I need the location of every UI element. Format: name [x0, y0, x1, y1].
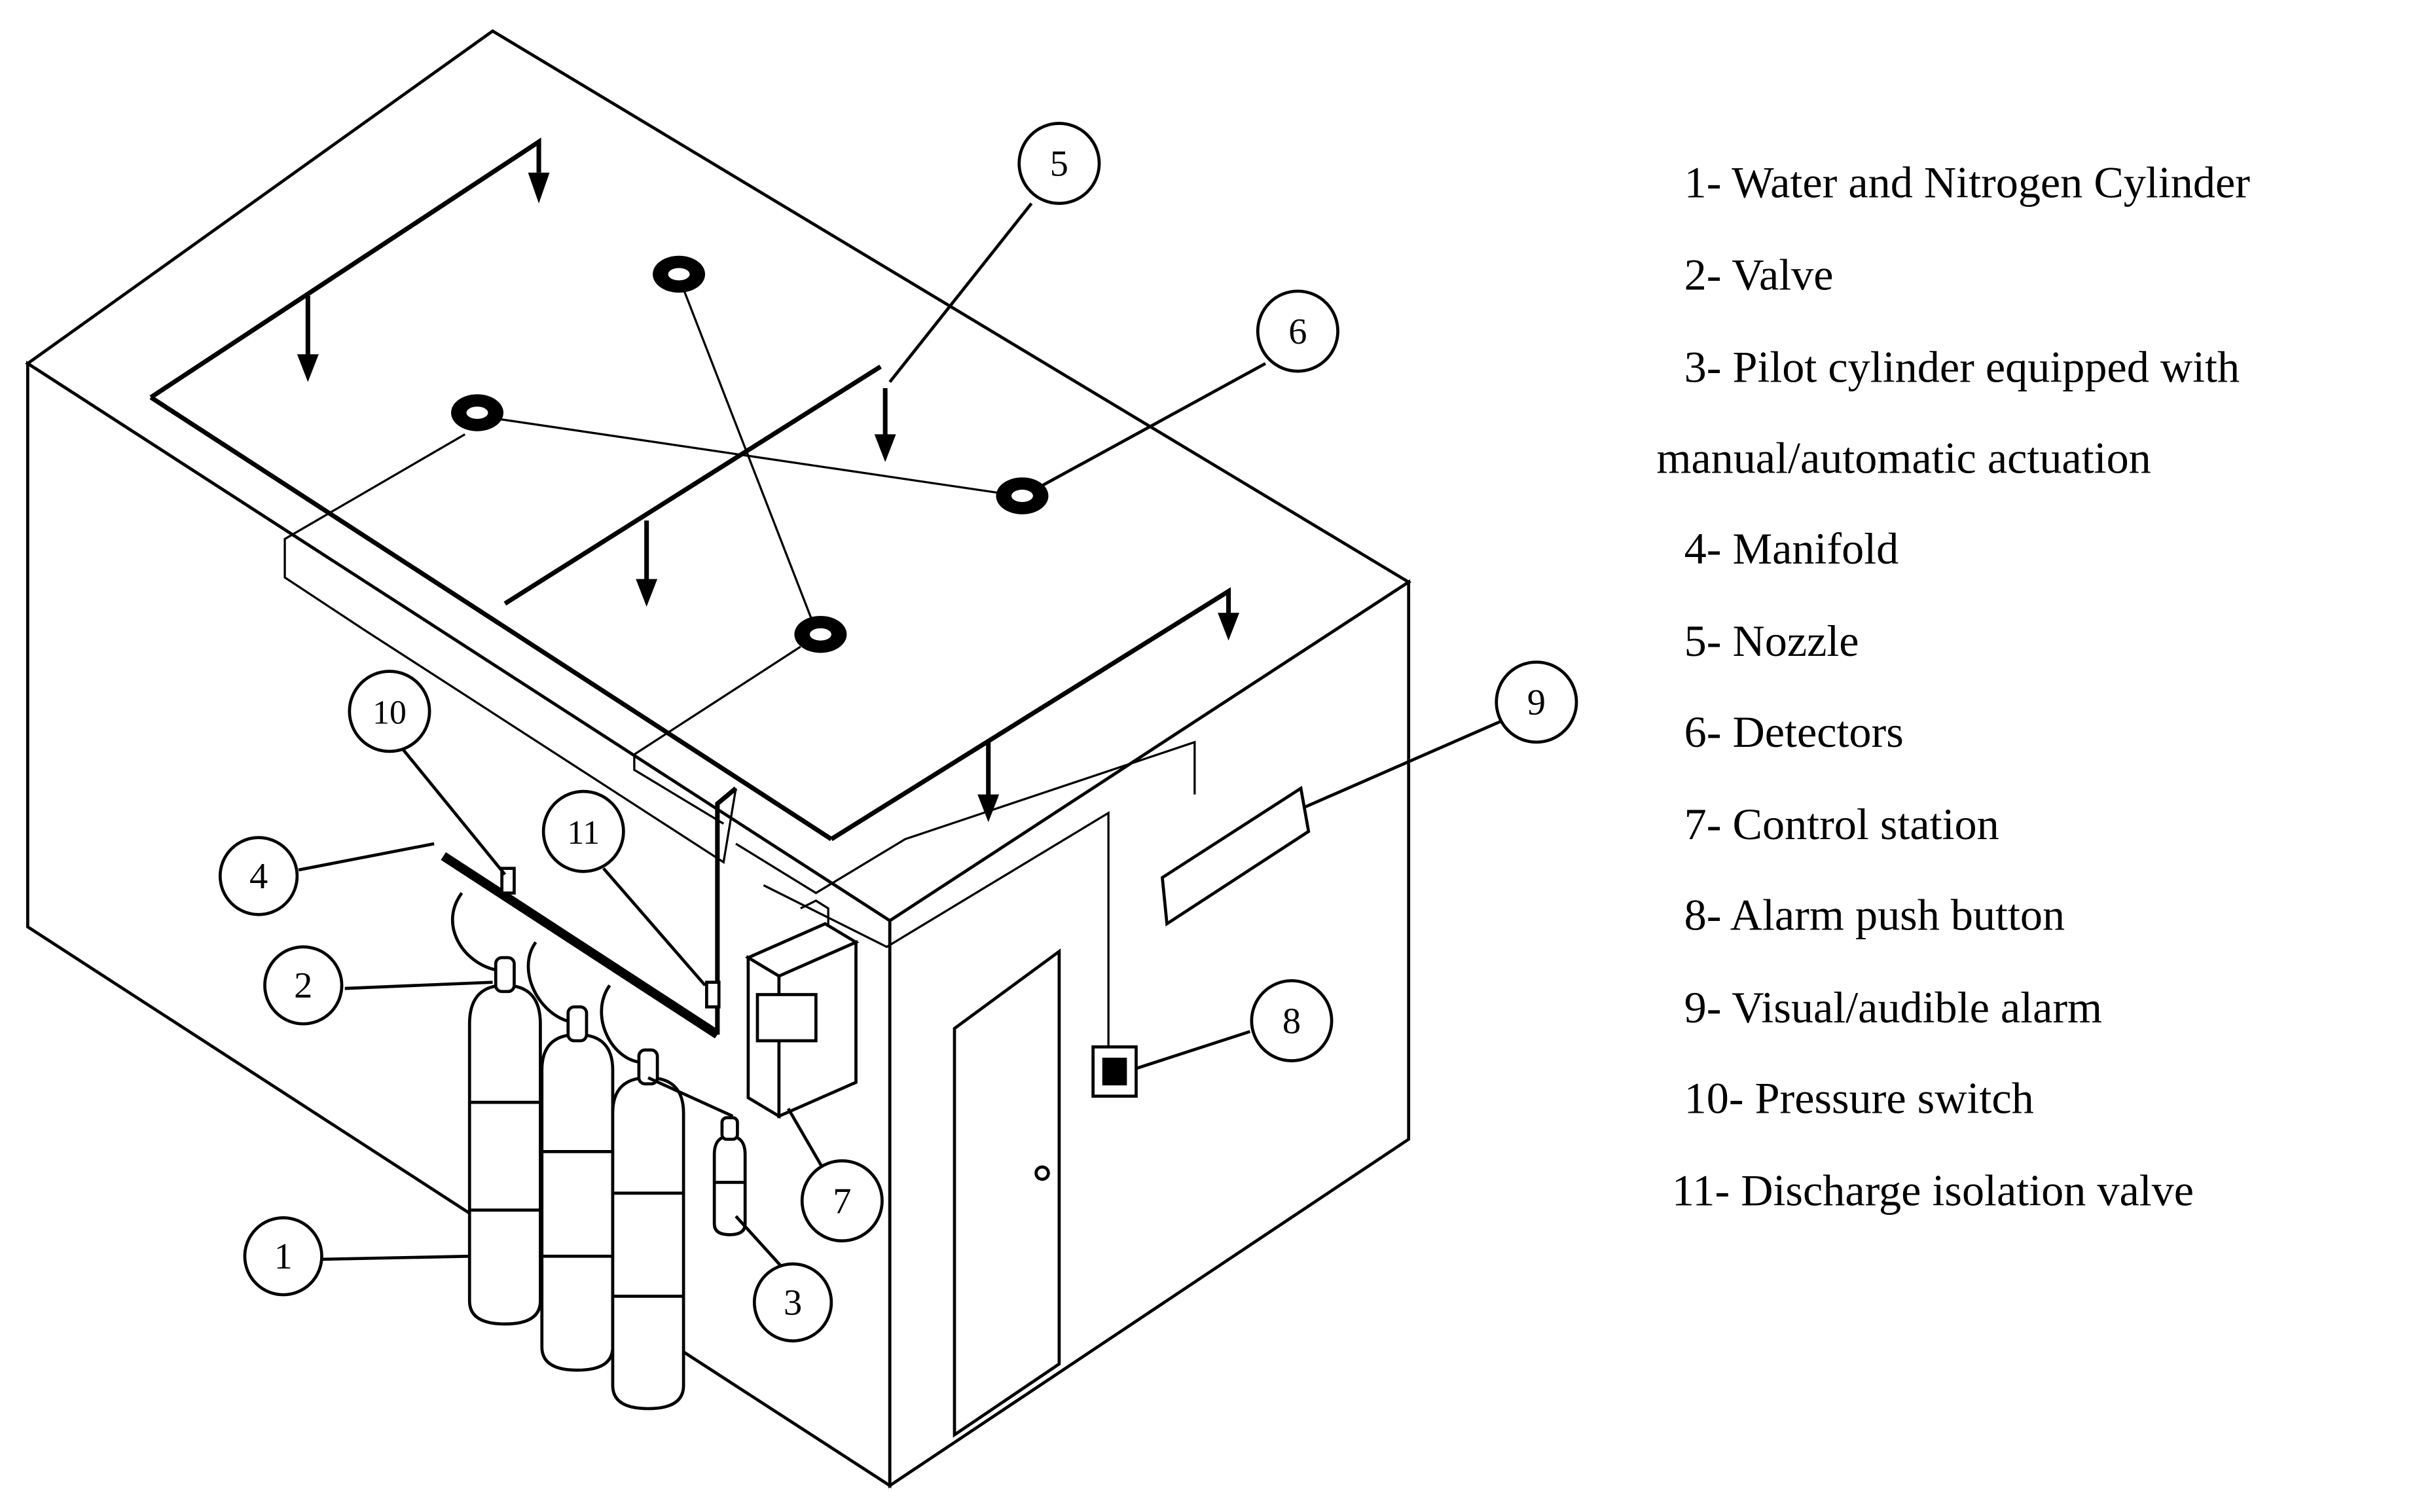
nozzle-arrow-6 — [977, 794, 1000, 823]
wire-detector-left — [283, 433, 466, 632]
detector-icon — [794, 616, 847, 653]
detector-icon — [996, 477, 1049, 514]
pipe-network — [149, 137, 1231, 1037]
legend-item-10: 10- Pressure switch — [1684, 1073, 2034, 1123]
pipe-main-run — [149, 395, 833, 841]
callout-2: 2 — [263, 945, 344, 1026]
legend: 1- Water and Nitrogen Cylinder 2- Valve … — [1656, 157, 2250, 1215]
callouts: 1 2 3 4 5 6 7 8 — [218, 122, 1578, 1342]
manifold-bar — [441, 852, 720, 1039]
svg-text:7: 7 — [833, 1181, 851, 1221]
pilot-cylinder — [712, 1116, 747, 1236]
nozzle-arrows — [297, 172, 1240, 823]
svg-text:4: 4 — [249, 856, 268, 897]
callout-leaders — [298, 202, 1504, 1267]
control-display — [755, 993, 818, 1043]
legend-item-3-continued: manual/automatic actuation — [1656, 433, 2151, 482]
visual-audible-alarm — [1160, 785, 1311, 927]
svg-text:3: 3 — [784, 1283, 802, 1323]
legend-item-11: 11- Discharge isolation valve — [1672, 1166, 2194, 1215]
wire-detector-b — [678, 277, 819, 635]
wire-to-control — [365, 630, 737, 865]
legend-item-5: 5- Nozzle — [1684, 616, 1859, 666]
control-station — [744, 922, 860, 1119]
legend-item-4: 4- Manifold — [1684, 524, 1899, 573]
legend-item-9: 9- Visual/audible alarm — [1684, 982, 2102, 1032]
legend-item-2: 2- Valve — [1684, 249, 1834, 299]
wire-detector-right — [633, 645, 801, 825]
wire-to-alarm — [735, 740, 1196, 895]
svg-text:6: 6 — [1288, 312, 1307, 352]
cylinder-2 — [540, 1005, 615, 1372]
callout-10: 10 — [348, 670, 431, 753]
discharge-isolation-valve-icon — [705, 981, 721, 1009]
pipe-branch-middle — [503, 365, 882, 606]
legend-item-6: 6- Detectors — [1684, 707, 1904, 757]
discharge-hoses — [450, 891, 644, 1064]
pilot-line — [647, 1076, 734, 1118]
callout-5: 5 — [1017, 122, 1101, 206]
detector-icon — [451, 394, 503, 431]
cylinder-3 — [611, 1048, 685, 1411]
door — [953, 948, 1061, 1438]
push-button-icon — [1102, 1057, 1127, 1086]
legend-item-1: 1- Water and Nitrogen Cylinder — [1684, 157, 2251, 207]
pipe-riser — [715, 786, 738, 1035]
pilot-valve-icon — [720, 1116, 739, 1141]
svg-text:5: 5 — [1050, 143, 1068, 184]
hose-2 — [526, 941, 573, 1024]
svg-text:9: 9 — [1527, 683, 1546, 723]
callout-9: 9 — [1495, 660, 1578, 744]
callout-6: 6 — [1256, 289, 1339, 373]
valve-icon — [566, 1005, 589, 1043]
detector-wiring — [283, 277, 1196, 1047]
alarm-push-button — [1091, 1045, 1138, 1098]
svg-text:2: 2 — [294, 965, 312, 1006]
callout-11: 11 — [541, 789, 625, 873]
door-knob — [1034, 1165, 1050, 1181]
wire-to-pushbutton — [763, 811, 1110, 1047]
cylinder-bank — [467, 956, 747, 1411]
svg-text:11: 11 — [567, 814, 600, 852]
hose-1 — [450, 891, 496, 972]
nozzle-arrow-3 — [874, 434, 896, 462]
nozzle-arrow-2 — [297, 354, 319, 382]
callout-8: 8 — [1250, 979, 1334, 1062]
detectors — [451, 255, 1049, 653]
svg-text:1: 1 — [274, 1236, 293, 1277]
svg-text:10: 10 — [373, 694, 407, 732]
door-panel — [953, 948, 1061, 1438]
legend-item-3: 3- Pilot cylinder equipped with — [1684, 342, 2240, 392]
callout-3: 3 — [752, 1262, 833, 1342]
legend-item-8: 8- Alarm push button — [1684, 890, 2065, 940]
valve-icon — [637, 1048, 659, 1086]
room-enclosure — [25, 29, 1412, 1489]
callout-7: 7 — [800, 1159, 884, 1243]
pipe-branch-back — [149, 137, 541, 400]
callout-4: 4 — [218, 836, 299, 916]
pipe-branch-front — [829, 587, 1231, 841]
legend-item-7: 7- Control station — [1684, 799, 1999, 849]
detector-icon — [653, 255, 706, 293]
nozzle-arrow-5 — [1218, 613, 1240, 641]
nozzle-arrow-1 — [528, 172, 550, 204]
nozzle-arrow-4 — [636, 579, 658, 607]
callout-1: 1 — [243, 1216, 323, 1297]
svg-text:8: 8 — [1282, 1001, 1301, 1041]
alarm-strobe-icon — [1160, 785, 1311, 927]
hose-3 — [600, 984, 644, 1064]
valve-icon — [494, 956, 516, 994]
cylinder-1 — [467, 956, 542, 1326]
